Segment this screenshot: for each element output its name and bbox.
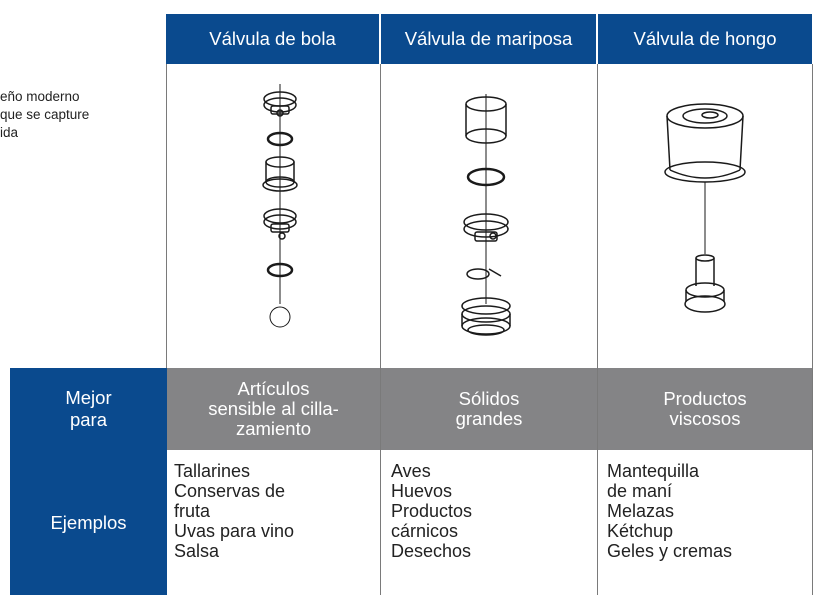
- header-ball-valve: Válvula de bola: [166, 14, 379, 64]
- best-for-butterfly-valve: Sólidos grandes: [381, 368, 597, 450]
- examples-mushroom-valve-list: Mantequilla de maní Melazas Kétchup Gele…: [607, 461, 732, 561]
- header-ball-valve-label: Válvula de bola: [209, 28, 336, 49]
- mushroom-valve-illustration: [598, 64, 812, 368]
- side-note-text: eño moderno que se capture ida: [0, 89, 90, 140]
- list-item: Geles y cremas: [607, 541, 733, 561]
- best-for-ball-valve-text: Artículos sensible al cilla- zamiento: [208, 378, 339, 439]
- list-item: de maní: [607, 481, 673, 501]
- header-butterfly-valve: Válvula de mariposa: [381, 14, 596, 64]
- list-item: Kétchup: [607, 521, 674, 541]
- grid-line-col2: [380, 64, 381, 595]
- header-butterfly-valve-label: Válvula de mariposa: [404, 28, 573, 49]
- list-item: Mantequilla: [607, 461, 700, 481]
- list-item: Melazas: [607, 501, 675, 521]
- row-label-best-for-text: Mejor para: [65, 387, 112, 430]
- butterfly-valve-illustration: [381, 64, 596, 368]
- row-label-examples-text: Ejemplos: [50, 511, 127, 533]
- list-item: Salsa: [174, 541, 220, 561]
- list-item: Uvas para vino: [174, 521, 295, 541]
- examples-butterfly-valve-list: Aves Huevos Productos cárnicos Desechos: [391, 461, 472, 561]
- list-item: Aves: [391, 461, 431, 481]
- grid-line-col3: [597, 64, 598, 595]
- list-item: Conservas de: [174, 481, 286, 501]
- list-item: Productos: [391, 501, 473, 521]
- list-item: fruta: [174, 501, 211, 521]
- list-item: Huevos: [391, 481, 453, 501]
- list-item: cárnicos: [391, 521, 459, 541]
- examples-ball-valve-list: Tallarines Conservas de fruta Uvas para …: [174, 461, 294, 561]
- header-mushroom-valve: Válvula de hongo: [598, 14, 812, 64]
- row-label-best-for: Mejor para: [10, 368, 167, 450]
- best-for-butterfly-valve-text: Sólidos grandes: [455, 388, 523, 429]
- best-for-mushroom-valve-text: Productos viscosos: [663, 388, 747, 429]
- best-for-mushroom-valve: Productos viscosos: [598, 368, 812, 450]
- grid-line-left: [166, 64, 167, 368]
- ball-valve-illustration: [167, 64, 380, 368]
- header-mushroom-valve-label: Válvula de hongo: [633, 28, 777, 49]
- list-item: Tallarines: [174, 461, 251, 481]
- list-item: Desechos: [391, 541, 472, 561]
- row-label-examples: Ejemplos: [10, 450, 167, 595]
- best-for-ball-valve: Artículos sensible al cilla- zamiento: [167, 368, 380, 450]
